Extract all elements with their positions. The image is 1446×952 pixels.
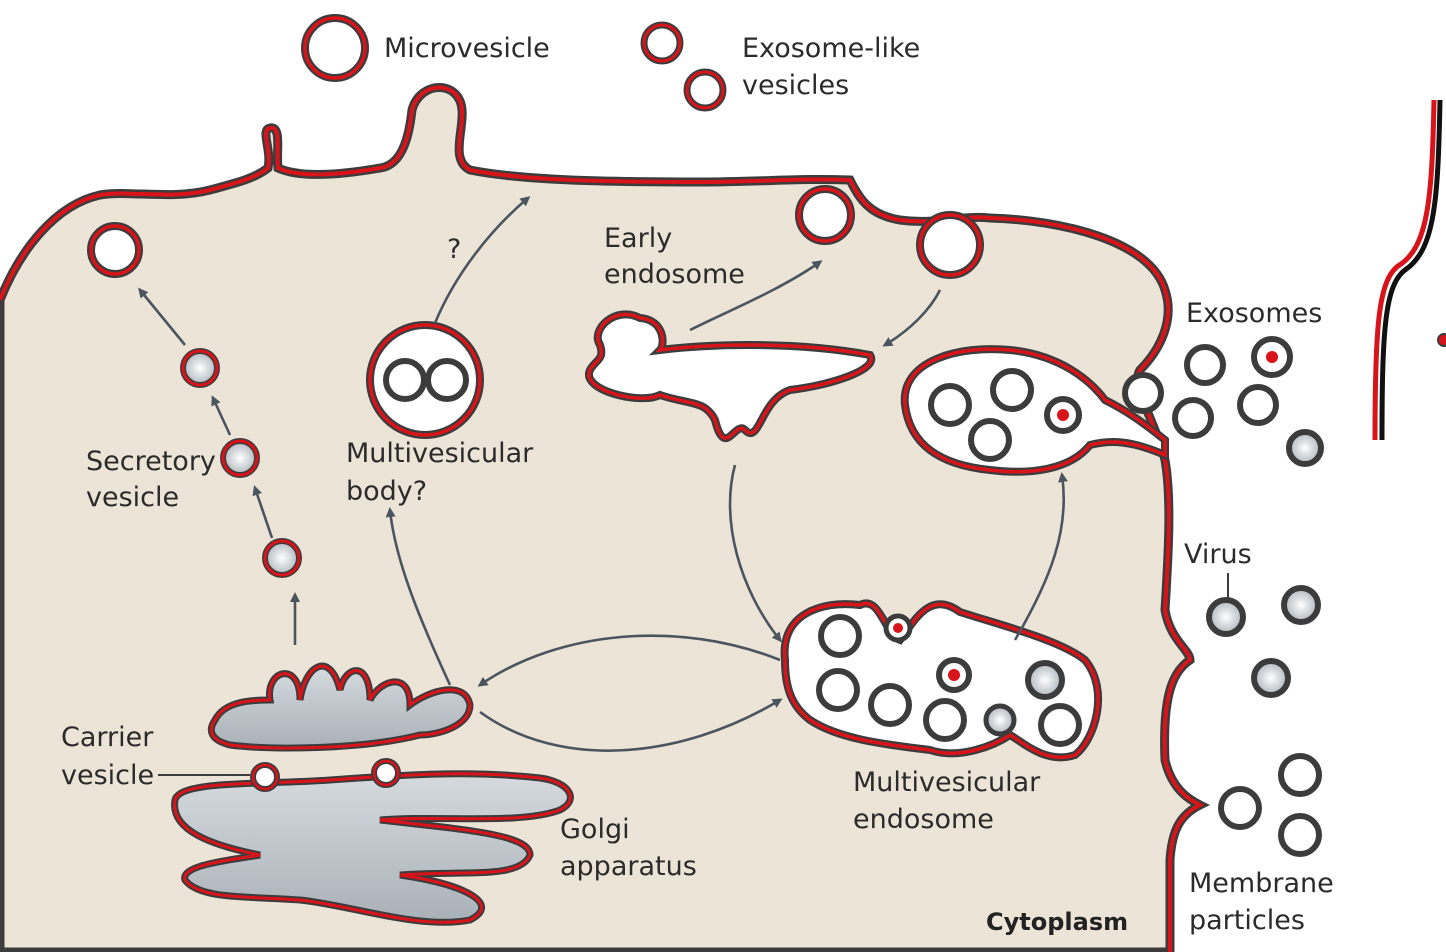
label-virus: Virus	[1184, 539, 1252, 570]
label-microvesicle: Microvesicle	[384, 33, 550, 64]
label-exosome-like-1: Exosome-like	[742, 33, 920, 64]
label-multivesicular-body-2: body?	[346, 476, 427, 507]
label-carrier-2: vesicle	[61, 760, 154, 791]
membrane-detail-inset	[1375, 100, 1446, 440]
label-cytoplasm: Cytoplasm	[986, 908, 1128, 936]
label-membrane-particles-1: Membrane	[1189, 868, 1334, 899]
label-exosomes: Exosomes	[1186, 298, 1322, 329]
virus-particles	[1209, 573, 1318, 695]
label-membrane-particles-2: particles	[1189, 905, 1305, 936]
multivesicular-body	[370, 325, 480, 435]
exosome-like-vesicles	[644, 25, 723, 108]
label-mve-1: Multivesicular	[853, 767, 1041, 798]
label-carrier-1: Carrier	[61, 722, 154, 753]
label-question-mark: ?	[447, 234, 461, 265]
label-golgi-1: Golgi	[560, 814, 630, 845]
label-secretory-1: Secretory	[86, 446, 216, 477]
membrane-particles	[1221, 756, 1319, 854]
label-golgi-2: apparatus	[560, 851, 697, 882]
label-secretory-2: vesicle	[86, 482, 179, 513]
microvesicle	[305, 18, 365, 78]
label-mve-2: endosome	[853, 804, 994, 835]
label-early-endosome-2: endosome	[604, 259, 745, 290]
label-exosome-like-2: vesicles	[742, 70, 849, 101]
label-early-endosome-1: Early	[604, 223, 672, 254]
label-multivesicular-body-1: Multivesicular	[346, 438, 534, 469]
